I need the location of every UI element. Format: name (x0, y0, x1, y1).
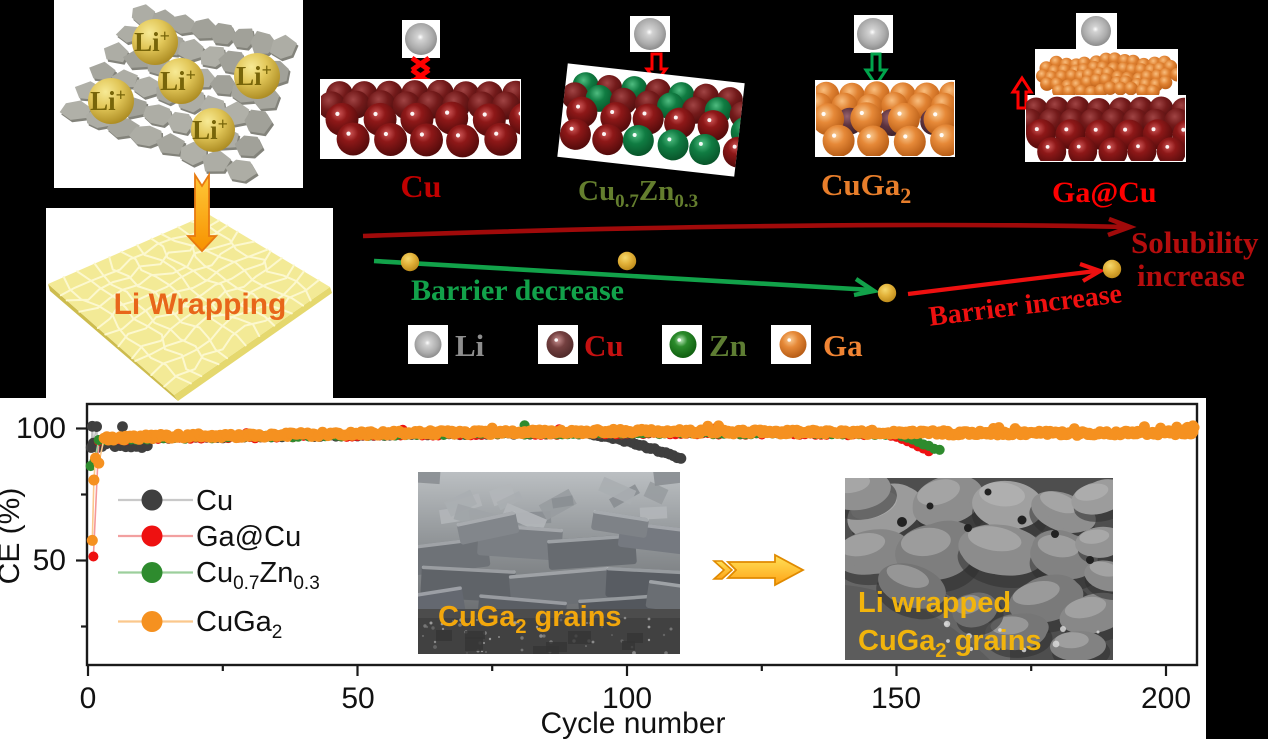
svg-text:100: 100 (16, 412, 66, 445)
svg-text:Solubility: Solubility (1131, 225, 1259, 260)
svg-text:Cu: Cu (401, 168, 442, 204)
svg-text:Cu: Cu (196, 485, 233, 517)
svg-text:Cu0.7Zn0.3: Cu0.7Zn0.3 (578, 175, 698, 212)
svg-text:150: 150 (871, 682, 921, 715)
svg-text:CuGa2 grains: CuGa2 grains (438, 601, 622, 638)
svg-text:100: 100 (602, 682, 652, 715)
svg-text:CuGa2: CuGa2 (821, 167, 911, 208)
svg-text:0: 0 (80, 682, 97, 715)
svg-text:200: 200 (1141, 682, 1191, 715)
svg-text:CuGa2 grains: CuGa2 grains (858, 625, 1042, 662)
svg-text:Ga@Cu: Ga@Cu (196, 521, 301, 553)
svg-text:Cycle number: Cycle number (540, 707, 725, 739)
svg-text:50: 50 (341, 682, 374, 715)
svg-text:50: 50 (33, 544, 66, 577)
svg-text:Barrier decrease: Barrier decrease (411, 274, 624, 307)
svg-text:CuGa2: CuGa2 (196, 606, 282, 643)
svg-text:increase: increase (1137, 258, 1245, 293)
svg-text:Ga: Ga (823, 328, 863, 363)
svg-text:Li: Li (455, 328, 485, 363)
svg-text:CE (%): CE (%) (0, 488, 26, 585)
svg-text:Li wrapped: Li wrapped (858, 587, 1011, 619)
svg-text:Ga@Cu: Ga@Cu (1052, 176, 1157, 209)
svg-text:Cu: Cu (584, 328, 624, 363)
svg-text:Zn: Zn (709, 328, 747, 363)
svg-text:Li Wrapping: Li Wrapping (114, 288, 287, 321)
